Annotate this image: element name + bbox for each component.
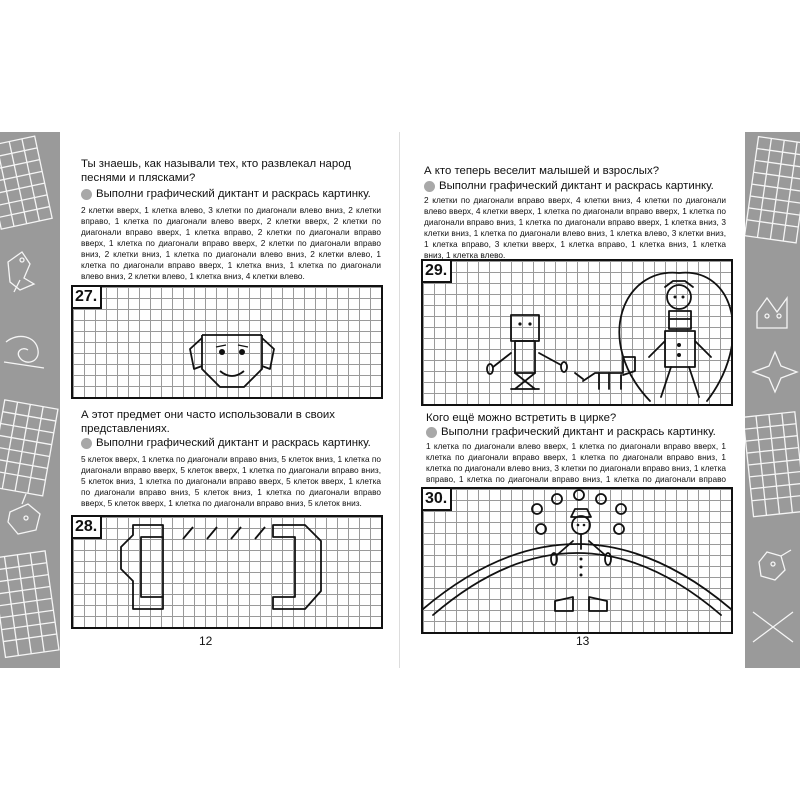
juggler-drawing [423,489,731,616]
task-30-grid: 30. [421,487,733,634]
task-27-subtitle-text: Выполни графический диктант и раскрась к… [96,188,371,200]
book-gutter [399,132,400,668]
bullet-icon [426,426,437,438]
task-29-subtitle: Выполни графический диктант и раскрась к… [424,179,724,193]
left-margin-decoration [0,132,60,668]
task-29-number: 29. [421,259,453,283]
task-27-instructions: 2 клетки вверх, 1 клетка влево, 3 клетки… [81,205,381,281]
task-28-grid: 28. [71,515,383,629]
bullet-icon [424,180,435,192]
task-28-subtitle-text: Выполни графический диктант и раскрась к… [96,437,371,449]
task-27-subtitle: Выполни графический диктант и раскрась к… [81,187,381,201]
right-margin-pattern [745,135,800,643]
task-29-subtitle-text: Выполни графический диктант и раскрась к… [439,180,714,192]
task-29-question: А кто теперь веселит малышей и взрослых? [424,165,660,177]
task-28-subtitle: Выполни графический диктант и раскрась к… [81,436,381,450]
task-30-number: 30. [421,487,453,511]
bullet-icon [81,188,92,200]
task-29-grid: 29. [421,259,733,406]
book-spread: Ты знаешь, как называли тех, кто развлек… [0,132,800,668]
dog-face-drawing [189,334,275,388]
task-27-grid: 27. [71,285,383,399]
task-28-question: А этот предмет они часто использовали в … [81,409,335,435]
task-27-number: 27. [71,285,103,309]
task-30-question: Кого ещё можно встретить в цирке? [426,412,617,424]
task-28-instructions: 5 клеток вверх, 1 клетка по диагонали вп… [81,454,381,508]
right-page: А кто теперь веселит малышей и взрослых?… [400,132,745,668]
drum-drawing [120,524,322,610]
circus-figures-drawing [486,271,731,402]
task-30-subtitle: Выполни графический диктант и раскрась к… [426,425,726,439]
left-page-number: 12 [199,634,213,648]
right-margin-decoration [745,132,800,668]
task-27-question: Ты знаешь, как называли тех, кто развлек… [81,158,351,184]
task-30-subtitle-text: Выполни графический диктант и раскрась к… [441,426,716,438]
bullet-icon [81,437,92,449]
left-margin-pattern [0,135,60,659]
right-page-number: 13 [576,634,590,648]
task-29-instructions: 2 клетки по диагонали вправо вверх, 4 кл… [424,195,726,260]
task-28-number: 28. [71,515,103,539]
left-page: Ты знаешь, как называли тех, кто развлек… [60,132,400,668]
